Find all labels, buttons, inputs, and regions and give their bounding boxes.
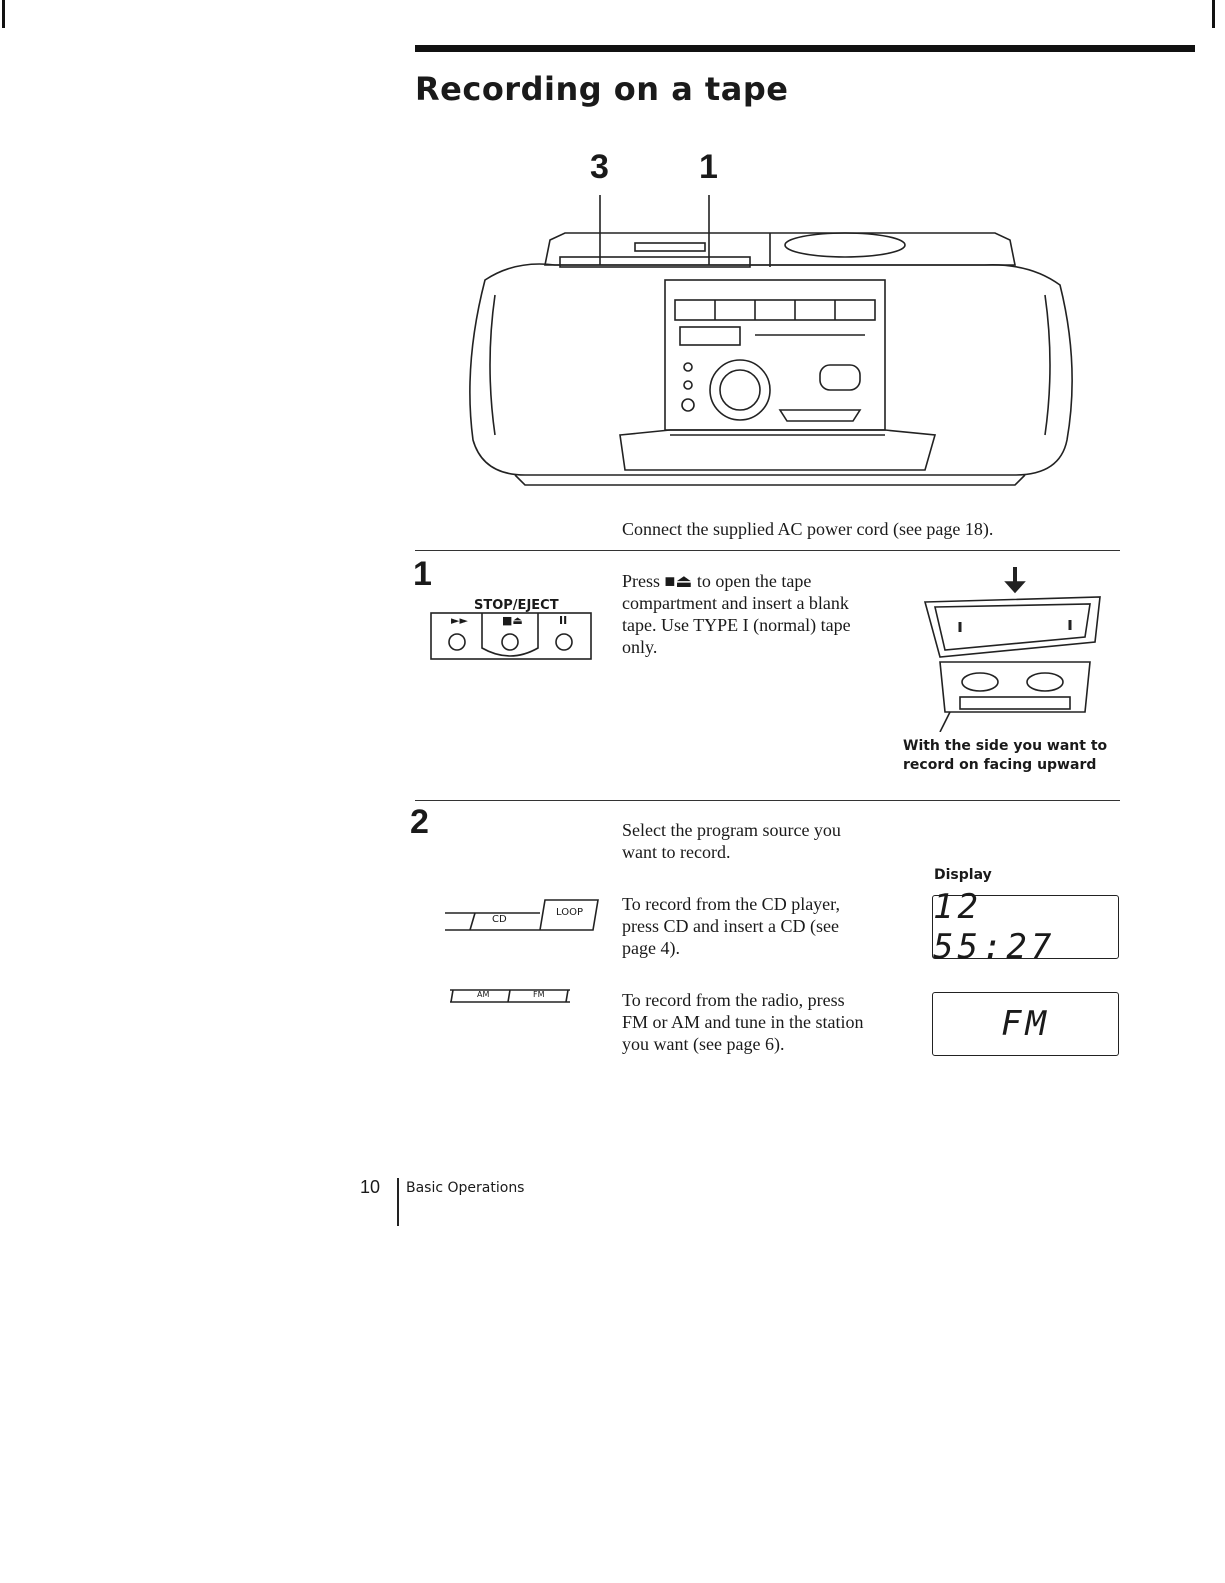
am-button-label: AM [477, 990, 490, 999]
step2-intro-line2: want to record. [622, 842, 731, 862]
step1-number: 1 [413, 555, 432, 593]
fm-button-label: FM [533, 990, 545, 999]
right-edge-mark [1212, 0, 1215, 28]
cd-line3: page 4). [622, 938, 680, 958]
step1-rule [415, 550, 1120, 551]
cassette-insert-illustration [923, 567, 1101, 732]
footer-divider [397, 1178, 399, 1226]
am-fm-buttons [450, 989, 570, 1003]
cassette-caption-line2: record on facing upward [903, 757, 1097, 773]
radio-line3: you want (see page 6). [622, 1034, 785, 1054]
step1-line4: only. [622, 637, 658, 657]
left-edge-mark [2, 0, 5, 28]
loop-button-label: LOOP [556, 907, 583, 918]
radio-line1: To record from the radio, press [622, 990, 845, 1010]
header-rule [415, 45, 1195, 52]
fast-forward-button-label: ►► [451, 614, 468, 627]
cd-button-label: CD [492, 914, 507, 925]
pause-button-label: II [559, 614, 568, 627]
stop-eject-panel [430, 612, 592, 660]
cd-loop-buttons [445, 899, 599, 931]
cd-line2: press CD and insert a CD (see [622, 916, 839, 936]
fm-display: FM [932, 992, 1119, 1056]
callout-3: 3 [590, 148, 609, 186]
stop-eject-label: STOP/EJECT [474, 598, 559, 613]
step2-intro-line1: Select the program source you [622, 820, 841, 840]
radio-line2: FM or AM and tune in the station [622, 1012, 864, 1032]
intro-text: Connect the supplied AC power cord (see … [622, 519, 994, 539]
step1-line1: Press ■⏏ to open the tape [622, 571, 812, 591]
callout-1: 1 [699, 148, 718, 186]
step1-line2: compartment and insert a blank [622, 593, 849, 613]
display-label: Display [934, 867, 992, 883]
boombox-illustration [469, 195, 1073, 486]
stop-eject-button-label: ■⏏ [502, 614, 523, 627]
cassette-caption-line1: With the side you want to [903, 738, 1108, 754]
page-number: 10 [360, 1177, 381, 1197]
footer-section: Basic Operations [406, 1180, 525, 1196]
cd-line1: To record from the CD player, [622, 894, 840, 914]
page-title: Recording on a tape [415, 70, 789, 108]
step2-number: 2 [410, 803, 429, 841]
step2-rule [415, 800, 1120, 801]
cd-display: 12 55:27 [932, 887, 1119, 967]
step1-line3: tape. Use TYPE I (normal) tape [622, 615, 851, 635]
